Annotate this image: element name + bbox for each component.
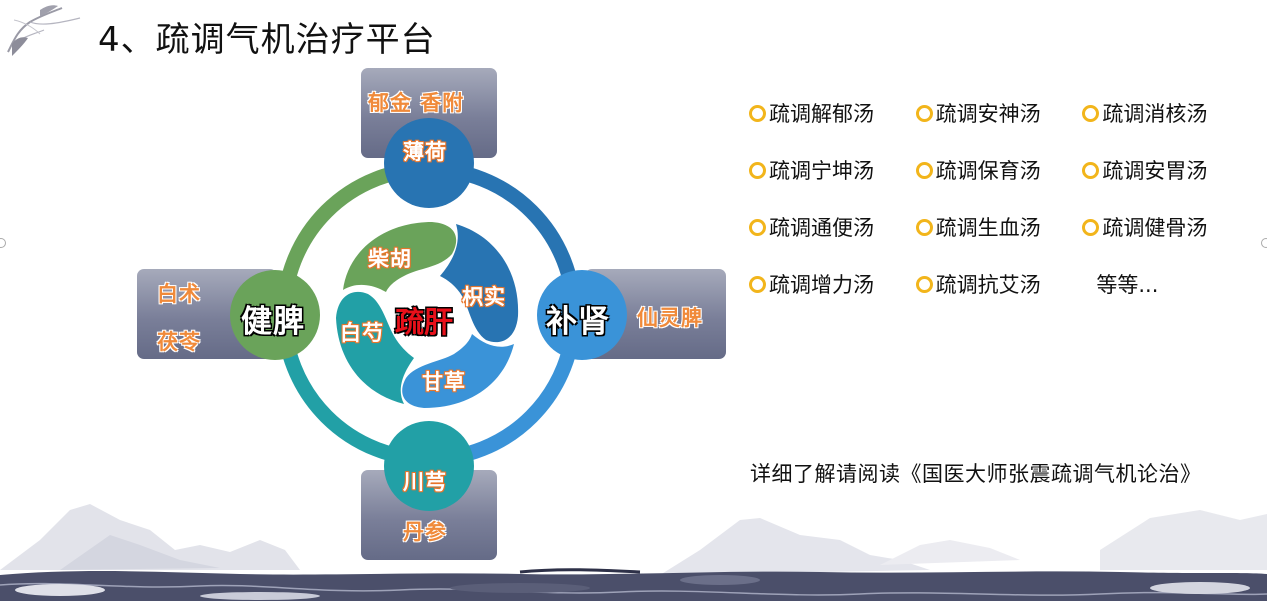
formula-item: 疏调健骨汤 — [1082, 212, 1249, 242]
top-box-herbs: 郁金 香附 — [368, 91, 465, 115]
organ-kidney: 补肾 — [546, 304, 610, 340]
node-left — [230, 270, 320, 360]
edge-marker-left — [0, 238, 6, 248]
inner-swirl — [336, 222, 519, 408]
ring-bullet-icon — [1082, 218, 1100, 236]
formula-etc: 等等... — [1096, 272, 1159, 297]
organ-spleen: 健脾 — [241, 304, 305, 340]
top-node-herb: 薄荷 — [403, 140, 447, 164]
node-right — [537, 270, 627, 360]
right-box-herbs: 仙灵脾 — [637, 306, 703, 330]
node-bottom — [384, 421, 474, 511]
bottom-box-herbs: 丹参 — [403, 520, 447, 544]
edge-marker-right — [1261, 238, 1267, 248]
page-title: 4、疏调气机治疗平台 — [98, 20, 436, 60]
ring-bullet-icon — [1082, 104, 1100, 122]
formula-item: 疏调安胃汤 — [1082, 155, 1249, 185]
reference-text: 详细了解请阅读《国医大师张震疏调气机论治》 — [750, 462, 1202, 486]
bottom-node-herb: 川芎 — [403, 470, 447, 494]
formula-item: 疏调解郁汤 — [749, 98, 916, 128]
formula-item: 疏调宁坤汤 — [749, 155, 916, 185]
qi-regulation-diagram: 郁金 香附 白术 茯苓 仙灵脾 丹参 薄荷 川芎 健脾 补肾 柴胡 枳实 甘草 … — [137, 68, 726, 560]
ring-bullet-icon — [749, 218, 766, 236]
center-label-liver: 疏肝 — [395, 305, 454, 339]
formula-row: 疏调宁坤汤 疏调保育汤 疏调安胃汤 — [749, 141, 1249, 198]
ring-bullet-icon — [1082, 161, 1100, 179]
formula-row: 疏调通便汤 疏调生血汤 疏调健骨汤 — [749, 198, 1249, 255]
formula-item: 疏调生血汤 — [915, 212, 1083, 242]
ring-bullet-icon — [915, 218, 933, 236]
landscape-decoration — [0, 504, 1267, 601]
inner-herb-baishao: 白芍 — [340, 321, 384, 345]
crane-decoration-icon — [7, 5, 81, 56]
left-box-herb-2: 茯苓 — [157, 330, 201, 354]
formula-item: 疏调安神汤 — [915, 98, 1083, 128]
ring-bullet-icon — [915, 161, 933, 179]
inner-herb-chaihu: 柴胡 — [368, 247, 412, 271]
formula-item: 疏调通便汤 — [749, 212, 916, 242]
formula-row: 疏调增力汤 疏调抗艾汤 等等... — [749, 255, 1249, 312]
ring-bullet-icon — [915, 275, 933, 293]
formula-item: 疏调抗艾汤 — [915, 269, 1083, 299]
formula-list: 疏调解郁汤 疏调安神汤 疏调消核汤 疏调宁坤汤 疏调保育汤 疏调安胃汤 疏调通便… — [749, 84, 1249, 312]
left-box-herb-1: 白术 — [157, 282, 201, 306]
inner-herb-gancao: 甘草 — [422, 370, 466, 394]
ring-bullet-icon — [749, 275, 766, 293]
formula-row: 疏调解郁汤 疏调安神汤 疏调消核汤 — [749, 84, 1249, 141]
ring-bullet-icon — [749, 161, 766, 179]
node-top — [384, 118, 474, 208]
ring-bullet-icon — [915, 104, 933, 122]
formula-item: 疏调消核汤 — [1082, 98, 1249, 128]
formula-item: 疏调增力汤 — [749, 269, 916, 299]
formula-item: 疏调保育汤 — [915, 155, 1083, 185]
inner-herb-zhishi: 枳实 — [462, 285, 506, 309]
ring-bullet-icon — [749, 104, 766, 122]
